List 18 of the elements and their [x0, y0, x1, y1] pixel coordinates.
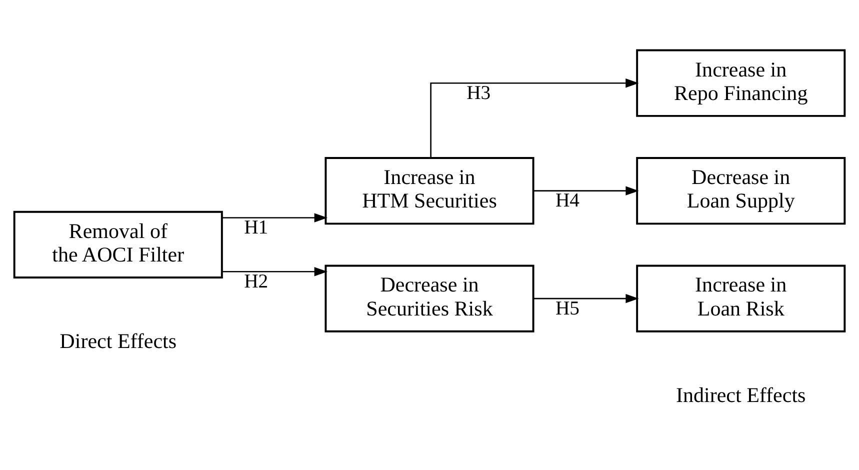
edge-label: H3: [466, 81, 491, 104]
label: Direct Effects: [60, 328, 177, 353]
edge-label: H4: [555, 189, 580, 212]
arrow: [222, 266, 328, 276]
node-box: Decrease in Loan Supply: [636, 156, 846, 224]
node-box: Increase in HTM Securities: [324, 156, 534, 224]
arrow: [222, 212, 328, 222]
arrow: [430, 78, 639, 158]
label: Indirect Effects: [676, 382, 806, 407]
node-box: Increase in Repo Financing: [636, 48, 846, 116]
edge-label: H1: [244, 216, 268, 238]
arrow: [534, 293, 639, 303]
node-box: Removal of the AOCI Filter: [13, 210, 223, 278]
edge-label: H5: [555, 296, 580, 319]
node-box: Increase in Loan Risk: [636, 264, 846, 332]
arrow: [534, 186, 639, 195]
node-box: Decrease in Securities Risk: [324, 264, 534, 332]
edge-label: H2: [244, 270, 268, 292]
